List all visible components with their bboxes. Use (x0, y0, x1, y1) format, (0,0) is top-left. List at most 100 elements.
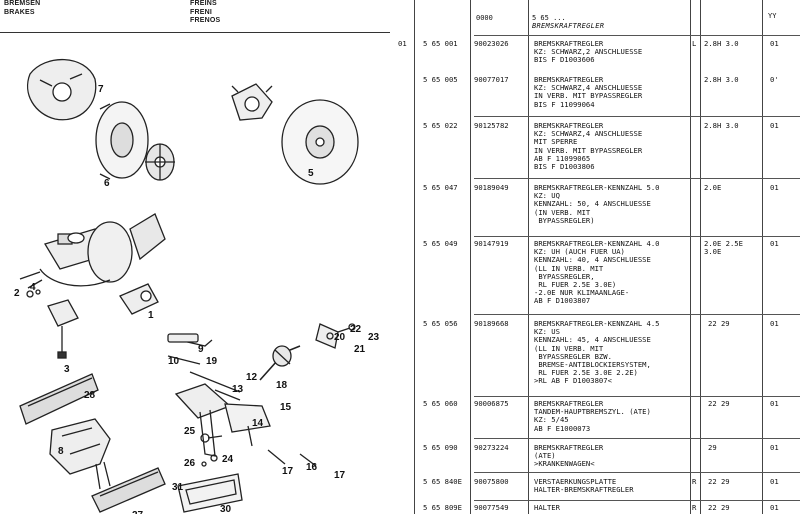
bracket-drawing (26, 289, 79, 359)
row-flag: R (692, 503, 697, 512)
callout: 14 (252, 418, 264, 429)
row-rule (474, 178, 800, 179)
callout: 16 (306, 462, 318, 473)
header-code: 0000 (476, 14, 493, 22)
row-ref: 5 65 047 (423, 183, 458, 192)
row-rule (474, 314, 800, 315)
row-part-number: 90147919 (474, 239, 509, 248)
row-pos: 01 (398, 39, 407, 48)
section-header-left: BREMSEN BRAKES (4, 0, 40, 17)
row-description: VERSTAERKUNGSPLATTE HALTER-BREMSKRAFTREG… (534, 477, 634, 495)
row-models: 29 (708, 443, 717, 452)
row-models: 2.8H 3.0 (704, 39, 739, 48)
row-rule (474, 396, 800, 397)
row-part-number: 90006875 (474, 399, 509, 408)
row-description: BREMSKRAFTREGLER (ATE) >KRANKENWAGEN< (534, 443, 604, 469)
row-description: BREMSKRAFTREGLER KZ: SCHWARZ,4 ANSCHLUES… (534, 75, 643, 109)
row-part-number: 90189668 (474, 319, 509, 328)
callout-labels: 7 6 5 2 4 1 3 9 10 19 12 13 18 20 22 21 … (14, 84, 380, 514)
callout: 4 (30, 282, 36, 293)
column-rule (762, 0, 763, 514)
row-models: 22 29 (708, 319, 730, 328)
row-qty: 01 (770, 503, 779, 512)
row-rule (474, 116, 800, 117)
brake-line-drawing (167, 333, 301, 401)
row-ref: 5 65 022 (423, 121, 458, 130)
callout: 24 (222, 454, 234, 465)
row-ref: 5 65 005 (423, 75, 458, 84)
booster-drawing (19, 213, 166, 289)
plate-drawing (177, 473, 243, 513)
callout: 7 (98, 84, 104, 95)
callout: 2 (14, 288, 20, 299)
callout: 19 (206, 356, 218, 367)
row-part-number: 90077549 (474, 503, 509, 512)
header-line: BRAKES (4, 8, 35, 16)
row-part-number: 90023026 (474, 39, 509, 48)
callout: 20 (334, 332, 346, 343)
pedal-drawing (174, 383, 271, 457)
column-rule (414, 0, 415, 514)
callout: 30 (220, 504, 232, 514)
callout: 6 (104, 178, 110, 189)
row-qty: 01 (770, 477, 779, 486)
callout: 17 (334, 470, 346, 481)
section-header-right: FREINS FRENI FRENOS (190, 0, 220, 26)
callout: 25 (184, 426, 196, 437)
callout: 26 (184, 458, 196, 469)
column-rule (470, 0, 471, 514)
callout: 12 (246, 372, 258, 383)
row-rule (474, 35, 800, 36)
brake-pad-drawing (19, 373, 99, 425)
row-description: BREMSKRAFTREGLER KZ: SCHWARZ,4 ANSCHLUES… (534, 121, 643, 172)
row-models: 22 29 (708, 503, 730, 512)
fitting-drawing (315, 323, 356, 349)
callout: 28 (84, 390, 96, 401)
second-pad-drawing (91, 467, 166, 513)
callout: 1 (148, 310, 154, 321)
row-qty: 01 (770, 121, 779, 130)
row-ref: 5 65 060 (423, 399, 458, 408)
row-flag: L (692, 39, 697, 48)
row-part-number: 90075800 (474, 477, 509, 486)
header-line: FRENI (190, 8, 212, 16)
row-models: 2.0E (704, 183, 722, 192)
callout: 23 (368, 332, 380, 343)
callout: 10 (168, 356, 180, 367)
front-rotor-drawing (95, 101, 175, 181)
row-flag: R (692, 477, 697, 486)
header-divider (0, 32, 390, 33)
regulator-drawing (119, 283, 159, 315)
header-title: BREMSKRAFTREGLER (532, 22, 605, 30)
row-ref: 5 65 840E (423, 477, 462, 486)
row-qty: 0' (770, 75, 779, 84)
column-rule (528, 0, 529, 514)
row-models: 2.8H 3.0 (704, 121, 739, 130)
row-description: HALTER (534, 503, 560, 512)
row-models: 2.0E 2.5E 3.0E (704, 239, 743, 257)
callout: 18 (276, 380, 288, 391)
row-ref: 5 65 056 (423, 319, 458, 328)
header-line: FREINS (190, 0, 217, 7)
row-ref: 5 65 049 (423, 239, 458, 248)
rear-rotor-drawing (231, 83, 359, 185)
header-group: 5 65 ... (532, 14, 566, 22)
row-ref: 5 65 809E (423, 503, 462, 512)
column-rule (700, 0, 701, 514)
callout: 22 (350, 324, 362, 335)
splash-shield-drawing (26, 58, 97, 121)
header-line: BREMSEN (4, 0, 41, 7)
row-models: 2.8H 3.0 (704, 75, 739, 84)
row-models: 22 29 (708, 477, 730, 486)
row-qty: 01 (770, 443, 779, 452)
caliper-drawing (49, 418, 111, 490)
row-description: BREMSKRAFTREGLER KZ: SCHWARZ,2 ANSCHLUES… (534, 39, 643, 65)
row-qty: 01 (770, 183, 779, 192)
row-part-number: 90125782 (474, 121, 509, 130)
column-rule (690, 0, 691, 514)
callout: 15 (280, 402, 292, 413)
brake-parts-illustration: 7 6 5 2 4 1 3 9 10 19 12 13 18 20 22 21 … (14, 58, 380, 514)
callout: 21 (354, 344, 366, 355)
callout: 3 (64, 364, 70, 375)
callout: 17 (282, 466, 294, 477)
